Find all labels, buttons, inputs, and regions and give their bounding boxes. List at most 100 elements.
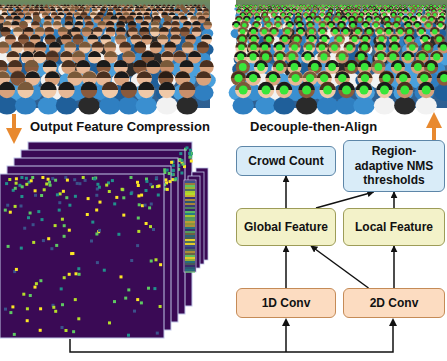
detection-dot: [387, 10, 390, 13]
detection-dot: [320, 74, 328, 82]
person-hair: [62, 6, 66, 8]
detection-dot: [309, 29, 314, 34]
person-hair: [61, 35, 72, 40]
person-hair: [203, 8, 208, 11]
person-hair: [108, 8, 113, 11]
person-hair: [196, 6, 200, 8]
person-hair: [99, 4, 102, 6]
person-hair: [86, 6, 90, 8]
person-hair: [100, 35, 111, 40]
detection-dot: [409, 44, 416, 51]
person-hair: [0, 4, 2, 6]
person-head: [276, 82, 292, 98]
person-head: [121, 82, 137, 98]
detection-dot: [414, 63, 422, 71]
person-hair: [185, 35, 196, 40]
person-head: [0, 42, 9, 54]
detection-dot: [237, 18, 241, 22]
person-hair: [202, 4, 205, 6]
person-hair: [119, 42, 131, 48]
detection-dot: [394, 23, 399, 28]
person-hair: [34, 8, 39, 11]
person-head: [97, 6, 101, 10]
detection-dot: [245, 10, 248, 13]
detection-dot: [276, 23, 281, 28]
detection-dot: [361, 44, 368, 51]
person-hair: [57, 8, 62, 11]
detection-dot: [377, 29, 382, 34]
person-hair: [167, 4, 170, 6]
person-head: [108, 6, 112, 10]
person-hair: [85, 21, 94, 25]
person-body: [78, 97, 99, 115]
person-hair: [65, 16, 73, 20]
detection-dot: [235, 5, 237, 7]
person-hair: [31, 4, 34, 6]
detection-dot: [394, 63, 402, 71]
detection-dot: [252, 10, 255, 13]
person-hair: [94, 16, 102, 20]
detection-dot: [291, 44, 298, 51]
detection-dot: [296, 7, 298, 9]
detection-dot: [426, 23, 431, 28]
detection-dot: [250, 44, 257, 51]
person-hair: [180, 4, 183, 6]
person-hair: [40, 4, 43, 6]
person-hair: [180, 27, 190, 32]
detection-dot: [429, 18, 433, 22]
person-hair: [56, 4, 59, 6]
person-hair: [138, 82, 154, 90]
detection-dot: [291, 74, 299, 82]
detection-dot: [399, 74, 407, 82]
person-hair: [92, 8, 97, 11]
person-hair: [13, 27, 23, 32]
person-hair: [104, 51, 117, 57]
detection-dot: [351, 10, 354, 13]
person-hair: [176, 4, 179, 6]
detection-dot: [304, 13, 308, 17]
detection-dot: [240, 29, 245, 34]
person-hair: [70, 8, 75, 11]
person-head: [196, 70, 211, 85]
detection-dot: [415, 23, 420, 28]
detection-dot: [374, 63, 382, 71]
person-hair: [158, 4, 161, 6]
person-hair: [91, 6, 95, 8]
person-hair: [19, 6, 23, 8]
person-hair: [53, 21, 62, 25]
person-hair: [102, 6, 106, 8]
detection-dot: [427, 13, 431, 17]
person-hair: [110, 16, 118, 20]
person-hair: [96, 71, 111, 78]
detection-dot: [328, 63, 336, 71]
detection-dot: [424, 44, 431, 51]
detection-dot: [320, 29, 325, 34]
person-hair: [173, 51, 186, 57]
person-body: [233, 97, 254, 115]
detection-dot: [436, 36, 442, 42]
person-head: [288, 70, 303, 85]
detection-dot: [284, 7, 286, 9]
person-hair: [183, 8, 188, 11]
person-hair: [140, 8, 145, 11]
person-hair: [40, 82, 56, 90]
person-hair: [30, 35, 41, 40]
person-hair: [104, 42, 116, 48]
person-hair: [197, 8, 202, 11]
detection-dot: [291, 63, 299, 71]
person-hair: [200, 60, 214, 67]
person-hair: [187, 12, 194, 15]
person-hair: [88, 51, 101, 57]
detection-dot: [406, 36, 412, 42]
person-hair: [5, 6, 9, 8]
person-hair: [71, 27, 81, 32]
person-hair: [92, 4, 95, 6]
person-hair: [7, 51, 20, 57]
detection-dot: [243, 7, 245, 9]
detection-dot: [362, 36, 368, 42]
detection-dot: [442, 7, 444, 9]
detection-dot: [419, 53, 426, 60]
person-head: [58, 82, 74, 98]
person-hair: [82, 27, 92, 32]
person-hair: [159, 27, 169, 32]
